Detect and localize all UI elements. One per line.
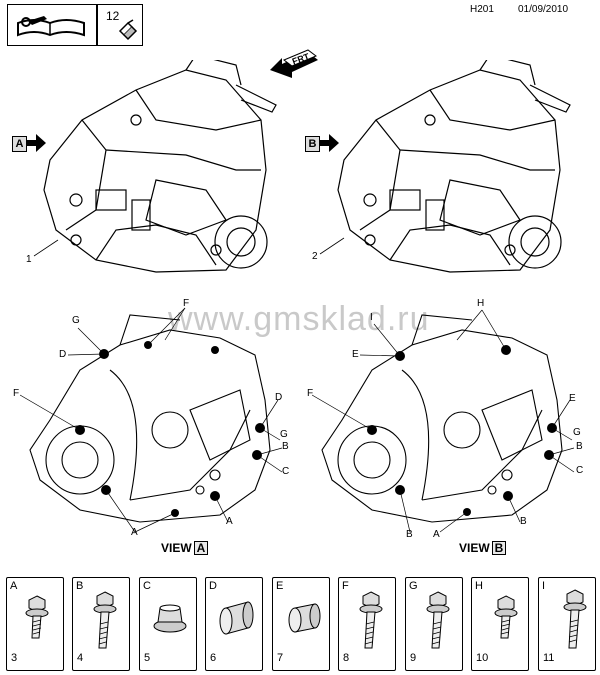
part-number: 10: [476, 652, 489, 664]
flange-bolt-short-icon: [494, 595, 518, 639]
plug-cap-icon: [288, 603, 321, 633]
part-number: 5: [144, 652, 151, 664]
part-card-e: E 7: [272, 577, 330, 671]
callout-a-5: D: [275, 392, 283, 403]
part-letter: G: [409, 580, 418, 592]
plug-cap-icon: [219, 601, 254, 635]
callout-a-8: C: [282, 466, 290, 477]
flange-bolt-long-icon: [93, 591, 117, 649]
callout-a-9: A: [131, 527, 138, 538]
item-number-2: 2: [312, 251, 318, 262]
part-number: 7: [277, 652, 284, 664]
part-number: 9: [410, 652, 417, 664]
callout-b-5: E: [569, 393, 576, 404]
callout-a-3: D: [59, 349, 67, 360]
callout-a-7: B: [282, 441, 289, 452]
callout-b-7: B: [576, 441, 583, 452]
part-card-a: A 3: [6, 577, 64, 671]
flange-nut-icon: [153, 604, 187, 633]
view-a-marker: A: [12, 134, 46, 152]
part-card-d: D 6: [205, 577, 263, 671]
part-number: 6: [210, 652, 217, 664]
callout-b-3: E: [352, 349, 359, 360]
part-number: 8: [343, 652, 350, 664]
callout-a-2: F: [183, 298, 190, 309]
callout-b-2: H: [477, 298, 485, 309]
view-b-marker: B: [305, 134, 339, 152]
part-card-b: B 4: [72, 577, 130, 671]
quantity-label: 12: [106, 9, 120, 23]
callout-b-8: C: [576, 465, 584, 476]
manual-wrench-icon: [17, 16, 85, 37]
part-card-c: C 5: [139, 577, 197, 671]
flange-bolt-long-icon: [563, 589, 587, 649]
part-card-i: I 11: [538, 577, 596, 671]
callout-b-9: B: [406, 529, 413, 540]
part-letter: E: [276, 580, 284, 592]
page-date: 01/09/2010: [518, 4, 569, 15]
callout-b-10: A: [433, 529, 440, 540]
part-letter: F: [342, 580, 349, 592]
callout-b-6: G: [573, 427, 581, 438]
part-number: 3: [11, 652, 18, 664]
part-number: 11: [543, 652, 555, 664]
flange-bolt-long-icon: [426, 591, 450, 649]
callout-b-4: F: [307, 388, 314, 399]
callout-a-4: F: [13, 388, 20, 399]
front-direction-marker: FRT: [268, 48, 320, 78]
part-letter: H: [475, 580, 483, 592]
sealant-bottle-icon: [118, 19, 138, 41]
gearbox-illustration-b: [337, 60, 571, 273]
part-letter: I: [542, 580, 546, 592]
flange-bolt-long-icon: [359, 591, 383, 649]
part-letter: D: [209, 580, 217, 592]
housing-view-b: [312, 309, 575, 533]
part-letter: B: [76, 580, 84, 592]
part-letter: A: [10, 580, 18, 592]
part-letter: C: [143, 580, 151, 592]
callout-b-1: I: [370, 312, 373, 323]
part-card-g: G 9: [405, 577, 463, 671]
flange-bolt-short-icon: [25, 595, 49, 639]
part-card-h: H 10: [471, 577, 529, 671]
watermark: www.gmsklad.ru: [168, 300, 430, 338]
parts-legend: A 3 B 4 C 5 D 6: [6, 577, 596, 671]
page-reference: H201: [470, 4, 494, 15]
callout-a-1: G: [72, 315, 80, 326]
callout-b-11: B: [520, 516, 527, 527]
callout-a-6: G: [280, 429, 288, 440]
part-card-f: F 8: [338, 577, 396, 671]
part-number: 4: [77, 652, 84, 664]
callout-a-10: A: [226, 516, 233, 527]
gearbox-illustration-a: [43, 60, 277, 273]
item-number-1: 1: [26, 254, 32, 265]
housing-view-a: [20, 307, 283, 533]
header-legend-box: 12: [7, 4, 143, 46]
